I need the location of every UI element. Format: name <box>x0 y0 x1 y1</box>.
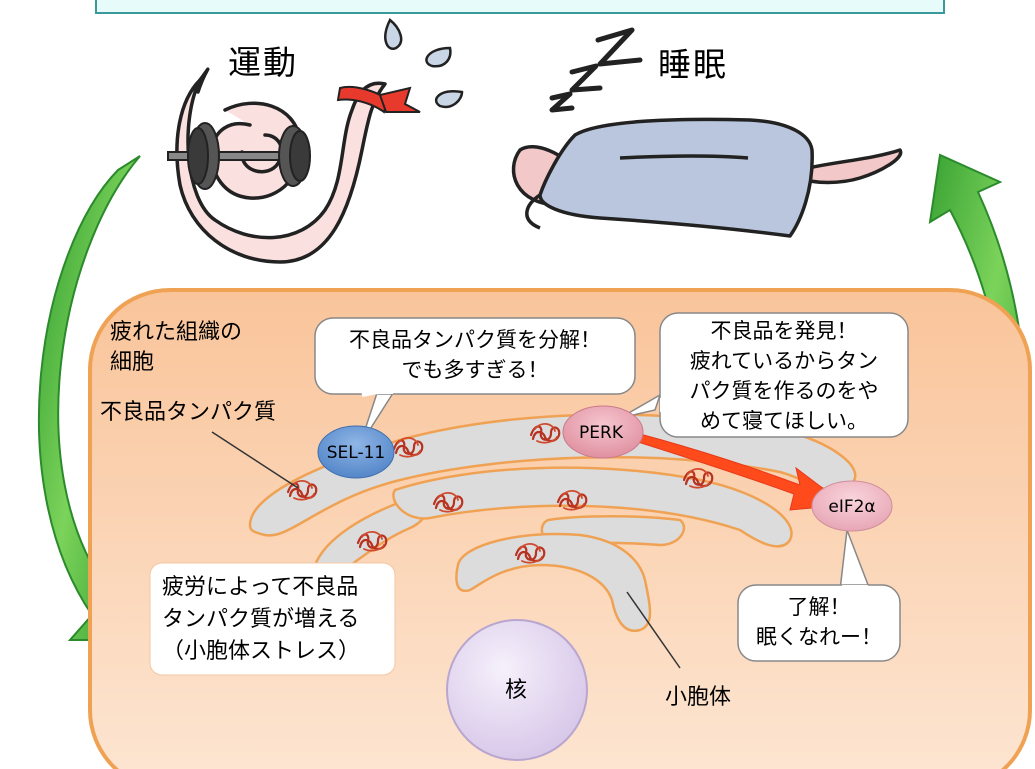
sweat-drops-icon <box>384 18 464 109</box>
perk-bubble-text: 不良品を発見！ 疲れているからタン パク質を作るのをや めて寝てほしい。 <box>689 319 879 433</box>
misfolded-protein-label: 不良品タンパク質 <box>100 400 277 425</box>
eif2a-bubble-shape <box>737 529 901 662</box>
nucleus-label: 核 <box>505 678 528 703</box>
sel11-label: SEL-11 <box>326 443 386 463</box>
er-label: 小胞体 <box>665 685 732 710</box>
eif2a-label: eIF2α <box>828 497 876 517</box>
sel11-bubble-text: 不良品タンパク質を分解！ でも多すぎる！ <box>349 328 601 382</box>
sleep-label: 睡眠 <box>658 45 728 84</box>
exercise-label: 運動 <box>228 43 298 82</box>
misfolded-pointer-line <box>211 431 299 489</box>
nucleus <box>446 619 588 761</box>
perk-label: PERK <box>579 423 623 443</box>
cell-title: 疲れた組織の 細胞 <box>110 320 243 375</box>
headband-icon <box>336 86 421 114</box>
blanket-icon <box>525 117 814 238</box>
sel11-protein <box>317 425 395 479</box>
top-frame <box>95 0 945 14</box>
zzz-icon <box>549 27 643 113</box>
exercising-worm-illustration <box>175 67 387 264</box>
dumbbell-icon <box>167 122 311 190</box>
er-pointer-line <box>626 591 681 669</box>
eif2a-protein <box>811 480 893 532</box>
stress-note-box <box>149 562 396 676</box>
eif2a-bubble-text: 了解！ 眠くなれー！ <box>756 595 882 649</box>
perk-protein <box>562 405 644 459</box>
stress-note: 疲労によって不良品 タンパク質が増える （小胞体ストレス） <box>162 575 361 664</box>
